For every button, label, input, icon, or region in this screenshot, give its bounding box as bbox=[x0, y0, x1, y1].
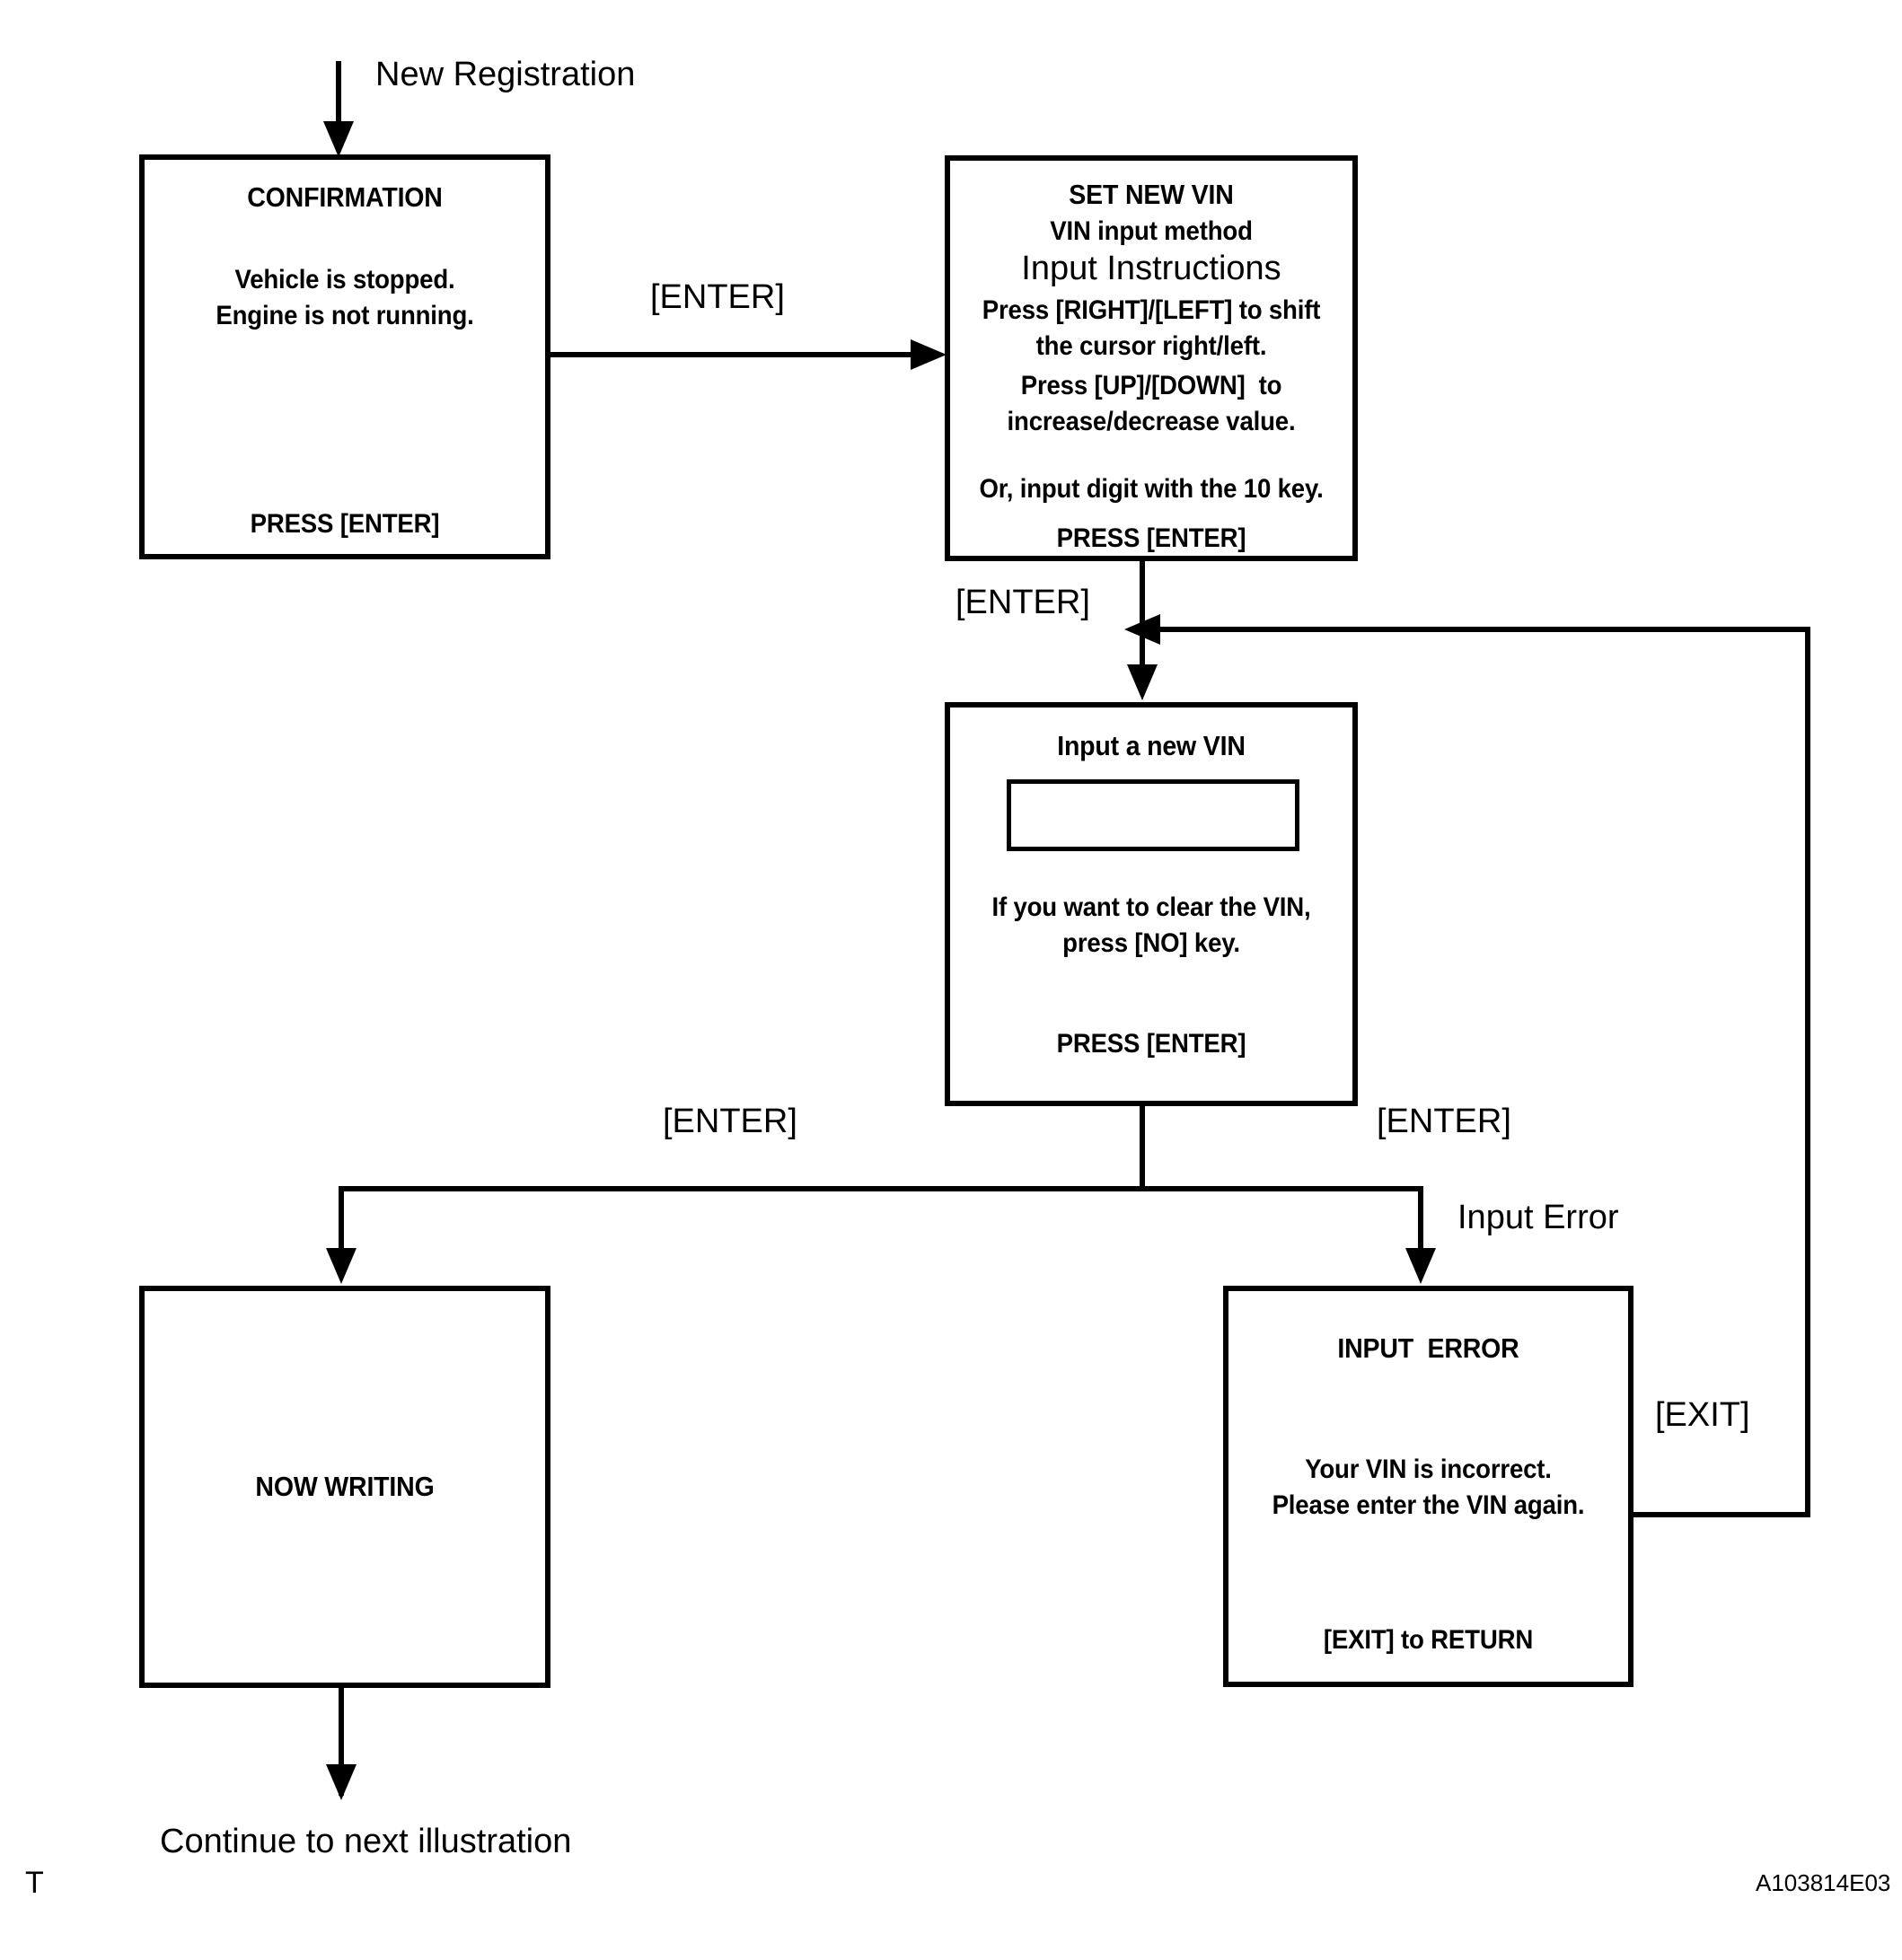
edge-confirmation-to-setvin-stub bbox=[548, 352, 553, 357]
edge-label-inputvin-to-error: [ENTER] bbox=[1377, 1103, 1511, 1140]
edge-setvin-to-inputvin-arrowhead bbox=[1127, 664, 1158, 700]
edge-confirmation-to-setvin-line bbox=[548, 352, 916, 357]
edge-inputvin-to-error-arrowhead bbox=[1405, 1248, 1436, 1284]
input-error-message-line-1: Your VIN is incorrect. bbox=[1305, 1455, 1552, 1484]
split-bar-line bbox=[339, 1186, 1423, 1191]
edge-inputvin-to-error-line bbox=[1418, 1186, 1423, 1252]
exit-label: Continue to next illustration bbox=[160, 1823, 572, 1860]
input-new-vin-hint-line-1: If you want to clear the VIN, bbox=[991, 892, 1311, 922]
exit-connector-line bbox=[339, 1686, 344, 1796]
set-new-vin-instruction-4: increase/decrease value. bbox=[1007, 407, 1296, 436]
set-new-vin-instruction-2: the cursor right/left. bbox=[1035, 331, 1267, 361]
input-new-vin-hint-line-2: press [NO] key. bbox=[1062, 928, 1240, 958]
return-loop-right-segment bbox=[1805, 627, 1810, 1517]
screen-set-new-vin: SET NEW VIN VIN input method Input Instr… bbox=[945, 155, 1358, 561]
edge-label-setvin-to-inputvin: [ENTER] bbox=[955, 584, 1090, 621]
sheet-marker: T bbox=[25, 1866, 44, 1900]
screen-input-new-vin: Input a new VIN If you want to clear the… bbox=[945, 702, 1358, 1106]
edge-inputvin-to-nowwriting-line bbox=[339, 1186, 344, 1252]
screen-confirmation: CONFIRMATION Vehicle is stopped. Engine … bbox=[139, 154, 550, 559]
set-new-vin-title: SET NEW VIN bbox=[1069, 179, 1234, 210]
illustration-id: A103814E03 bbox=[1756, 1869, 1891, 1896]
input-new-vin-footer: PRESS [ENTER] bbox=[1056, 1029, 1246, 1059]
now-writing-title: NOW WRITING bbox=[255, 1471, 435, 1502]
input-error-title: INPUT ERROR bbox=[1337, 1332, 1519, 1364]
input-error-message-line-2: Please enter the VIN again. bbox=[1272, 1490, 1585, 1520]
return-loop-top-segment bbox=[1158, 627, 1810, 632]
set-new-vin-instruction-5: Or, input digit with the 10 key. bbox=[979, 474, 1324, 504]
set-new-vin-instruction-3: Press [UP]/[DOWN] to bbox=[1020, 371, 1282, 400]
confirmation-body-line-2: Engine is not running. bbox=[216, 301, 474, 330]
confirmation-footer: PRESS [ENTER] bbox=[250, 509, 440, 539]
vin-input-field[interactable] bbox=[1007, 779, 1299, 851]
edge-inputvin-to-nowwriting-arrowhead bbox=[326, 1248, 357, 1284]
edge-label-inputvin-to-nowwriting: [ENTER] bbox=[663, 1103, 797, 1140]
set-new-vin-instruction-1: Press [RIGHT]/[LEFT] to shift bbox=[982, 295, 1321, 325]
edge-label-confirmation-to-setvin: [ENTER] bbox=[650, 278, 785, 316]
input-error-footer: [EXIT] to RETURN bbox=[1323, 1625, 1534, 1655]
split-stem-line bbox=[1140, 1106, 1145, 1191]
edge-confirmation-to-setvin-arrowhead bbox=[911, 339, 947, 370]
entry-connector-line bbox=[336, 61, 341, 140]
confirmation-title: CONFIRMATION bbox=[247, 181, 443, 213]
return-loop-bottom-segment bbox=[1632, 1512, 1810, 1517]
screen-now-writing: NOW WRITING bbox=[139, 1286, 550, 1688]
entry-label: New Registration bbox=[375, 56, 636, 93]
edge-label-error-return: [EXIT] bbox=[1655, 1396, 1750, 1434]
set-new-vin-footer: PRESS [ENTER] bbox=[1056, 523, 1246, 553]
screen-input-error: INPUT ERROR Your VIN is incorrect. Pleas… bbox=[1223, 1286, 1633, 1687]
exit-arrowhead bbox=[326, 1764, 357, 1800]
confirmation-body-line-1: Vehicle is stopped. bbox=[234, 265, 455, 294]
edge-label-error-condition: Input Error bbox=[1457, 1199, 1619, 1236]
input-new-vin-title: Input a new VIN bbox=[1057, 730, 1246, 761]
entry-arrowhead bbox=[323, 121, 354, 157]
return-loop-arrowhead bbox=[1124, 614, 1160, 645]
set-new-vin-heading: Input Instructions bbox=[1021, 250, 1281, 287]
set-new-vin-subtitle: VIN input method bbox=[1050, 216, 1253, 246]
